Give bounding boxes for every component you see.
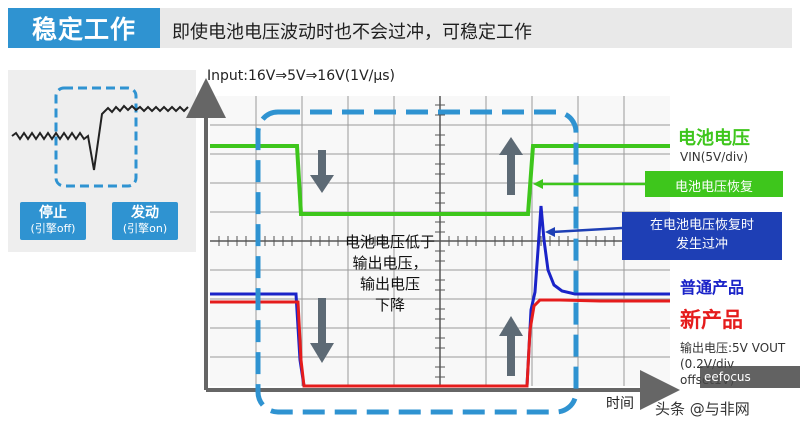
overshoot-line-1: 在电池电压恢复时 (649, 218, 754, 233)
transient-highlight-box (255, 109, 579, 415)
vin-up-arrow-icon (499, 137, 523, 195)
page-title: 稳定工作 (8, 8, 160, 48)
stop-label: 停止 (39, 205, 67, 221)
new-product-label: 新产品 (680, 308, 743, 332)
new-product-trace (210, 298, 670, 388)
note-line: 输出电压 (359, 275, 420, 293)
engine-start-waveform-icon (11, 86, 189, 188)
direction-arrows (310, 137, 523, 376)
start-sublabel: (引擎on) (122, 222, 168, 235)
vin-recover-text: 电池电压恢复 (674, 180, 753, 195)
vin-recover-callout (645, 171, 783, 197)
undervoltage-note: 电池电压低于 输出电压， 输出电压 下降 (330, 232, 450, 316)
state-legend-panel: 停止 (引擎off) 发动 (引擎on) (8, 70, 196, 252)
overshoot-callout (622, 212, 782, 260)
vout-line-1: 输出电压:5V VOUT (680, 341, 786, 355)
time-axis-label: 时间 (606, 396, 634, 412)
start-label: 发动 (131, 205, 159, 221)
vin-title-label: 电池电压 (678, 128, 750, 149)
source-watermark: 头条 @与非网 (655, 400, 750, 418)
vin-down-arrow-icon (310, 150, 334, 193)
vout-down-arrow-icon (310, 298, 334, 363)
overshoot-line-2: 发生过冲 (675, 237, 728, 252)
vout-up-arrow-icon (499, 316, 523, 376)
overshoot-text: 在电池电压恢复时 发生过冲 (622, 216, 782, 254)
normal-product-label: 普通产品 (680, 278, 745, 297)
page-subtitle: 即使电池电压波动时也不会过冲，可稳定工作 (172, 22, 532, 43)
start-state-badge: 发动 (引擎on) (112, 202, 178, 240)
vin-scale-label: VIN(5V/div) (680, 150, 749, 164)
eefocus-logo: eefocus (700, 366, 800, 388)
vin-trace (210, 144, 670, 216)
note-line: 下降 (374, 296, 405, 314)
subtitle-band (160, 8, 792, 48)
stop-sublabel: (引擎off) (30, 222, 76, 235)
stop-state-badge: 停止 (引擎off) (20, 202, 86, 240)
note-line: 电池电压低于 (344, 233, 435, 251)
input-condition-label: Input:16V⇒5V⇒16V(1V/μs) (207, 68, 396, 84)
note-line: 输出电压， (352, 254, 428, 272)
